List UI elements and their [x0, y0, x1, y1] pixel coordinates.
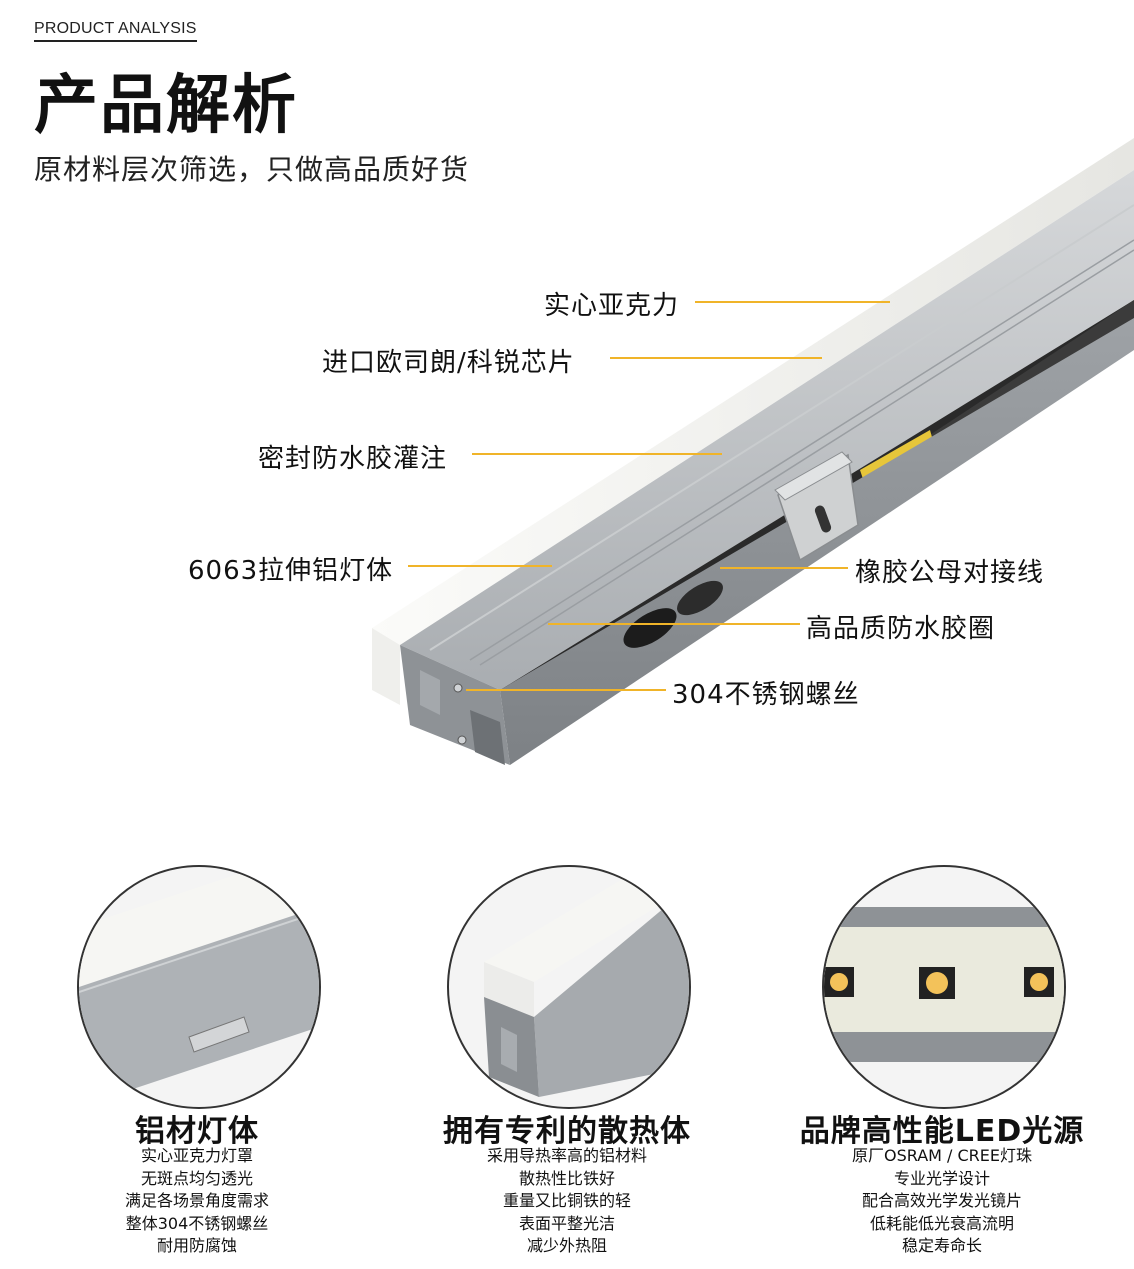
feature-line: 满足各场景角度需求	[124, 1191, 269, 1210]
feature-line: 整体304不锈钢螺丝	[125, 1213, 269, 1233]
led-chip-icon	[824, 967, 1054, 999]
screw-head-top	[453, 683, 463, 693]
feature-image-led-source	[822, 865, 1066, 1109]
feature-line: 实心亚克力灯罩	[140, 1146, 253, 1165]
callout-body: 6063拉伸铝灯体	[188, 556, 394, 586]
callout-glue: 密封防水胶灌注	[258, 444, 448, 474]
product-illustration	[372, 138, 1134, 765]
feature-line: 专业光学设计	[893, 1168, 990, 1188]
feature-line: 配合高效光学发光镜片	[861, 1191, 1022, 1210]
acrylic-cover	[372, 138, 1134, 645]
feature-line: 无斑点均匀透光	[140, 1168, 253, 1188]
feature-line: 表面平整光洁	[518, 1213, 615, 1233]
feature-title-aluminium-body: 铝材灯体	[135, 1114, 259, 1149]
feature-image-heat-sink	[447, 865, 691, 1109]
page-title: 产品解析	[34, 69, 298, 143]
feature-desc-aluminium-body: 实心亚克力灯罩 无斑点均匀透光 满足各场景角度需求 整体304不锈钢螺丝 耐用防…	[17, 1145, 377, 1258]
feature-image-aluminium-body	[77, 865, 321, 1109]
aluminium-body-top	[400, 170, 1134, 690]
feature-line: 散热性比铁好	[518, 1168, 615, 1188]
feature-line: 耐用防腐蚀	[156, 1236, 237, 1255]
feature-title-led-source: 品牌高性能LED光源	[799, 1114, 1085, 1149]
feature-title-heat-sink: 拥有专利的散热体	[443, 1114, 691, 1149]
feature-line: 采用导热率高的铝材料	[486, 1146, 647, 1165]
feature-desc-heat-sink: 采用导热率高的铝材料 散热性比铁好 重量又比铜铁的轻 表面平整光洁 减少外热阻	[387, 1145, 747, 1258]
feature-line: 原厂OSRAM / CREE灯珠	[851, 1146, 1033, 1165]
feature-line: 重量又比铜铁的轻	[502, 1191, 631, 1210]
callout-screw: 304不锈钢螺丝	[672, 680, 860, 710]
section-label-en: PRODUCT ANALYSIS	[34, 20, 197, 42]
connector-plug	[623, 608, 677, 648]
screw-head-bottom	[457, 735, 467, 745]
feature-line: 稳定寿命长	[901, 1236, 982, 1255]
feature-desc-led-source: 原厂OSRAM / CREE灯珠 专业光学设计 配合高效光学发光镜片 低耗能低光…	[762, 1145, 1122, 1258]
feature-line: 低耗能低光衰高流明	[869, 1213, 1014, 1233]
page-subtitle: 原材料层次筛选，只做高品质好货	[34, 153, 470, 186]
callout-acrylic: 实心亚克力	[544, 291, 680, 321]
callout-chip: 进口欧司朗/科锐芯片	[322, 348, 575, 378]
callout-connector: 橡胶公母对接线	[855, 558, 1045, 588]
callout-ring: 高品质防水胶圈	[806, 614, 996, 644]
feature-line: 减少外热阻	[526, 1236, 607, 1255]
